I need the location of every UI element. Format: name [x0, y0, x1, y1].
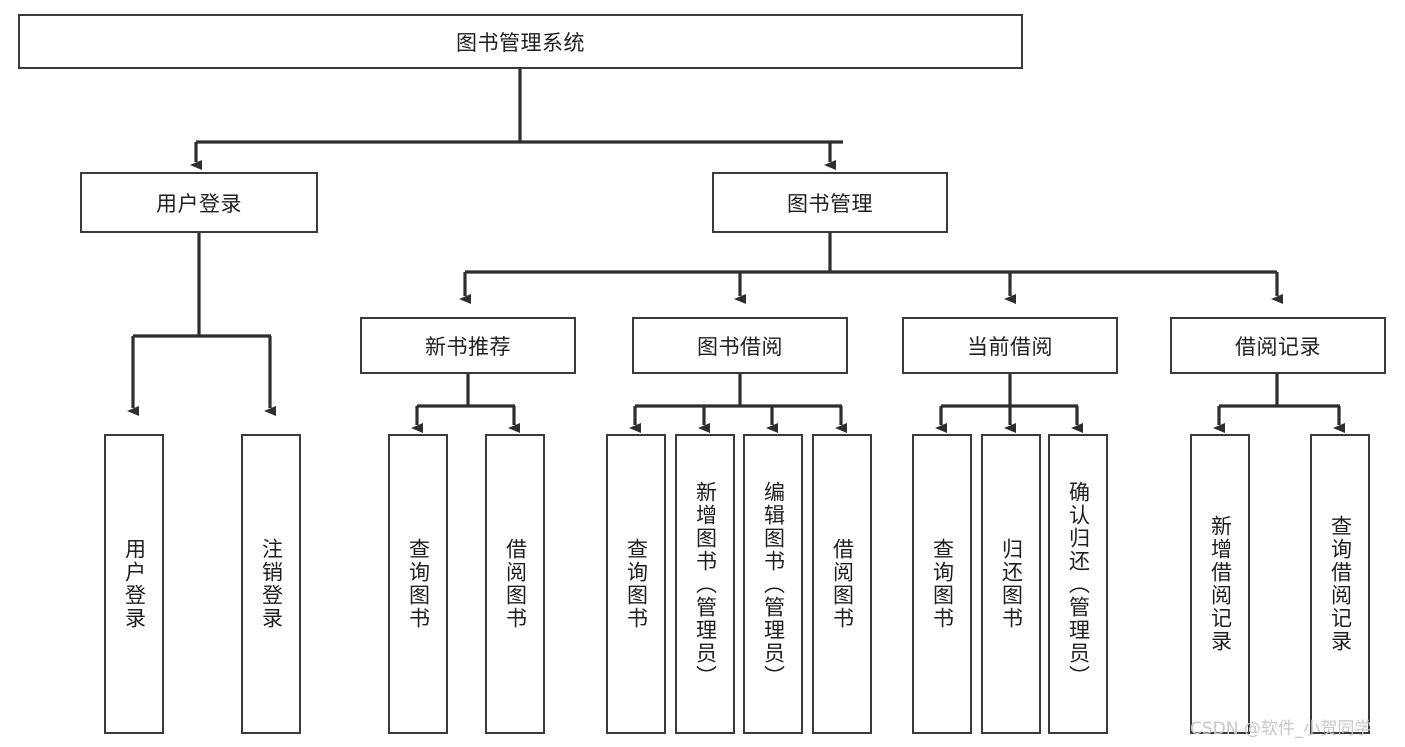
node-new-book-recommend[interactable]: 新书推荐	[360, 317, 576, 374]
leaf-borrow-book[interactable]: 借阅图书	[812, 434, 872, 734]
node-current-borrow[interactable]: 当前借阅	[902, 317, 1118, 374]
leaf-query-book-recommend[interactable]: 查询图书	[388, 434, 448, 734]
node-root[interactable]: 图书管理系统	[18, 14, 1023, 69]
leaf-query-book-current[interactable]: 查询图书	[912, 434, 972, 734]
leaf-add-book-admin[interactable]: 新增图书（管理员）	[675, 434, 735, 734]
leaf-user-login[interactable]: 用户登录	[104, 434, 164, 734]
csdn-watermark: CSDN @软件_小贺同学	[1190, 719, 1372, 739]
node-book-borrow[interactable]: 图书借阅	[632, 317, 848, 374]
node-book-management[interactable]: 图书管理	[712, 172, 948, 233]
leaf-edit-book-admin[interactable]: 编辑图书（管理员）	[743, 434, 803, 734]
node-borrow-record[interactable]: 借阅记录	[1170, 317, 1386, 374]
leaf-add-borrow-record[interactable]: 新增借阅记录	[1190, 434, 1250, 734]
leaf-borrow-book-recommend[interactable]: 借阅图书	[485, 434, 545, 734]
leaf-return-book[interactable]: 归还图书	[981, 434, 1041, 734]
node-user-login[interactable]: 用户登录	[80, 172, 318, 233]
leaf-confirm-return-admin[interactable]: 确认归还（管理员）	[1048, 434, 1108, 734]
leaf-logout[interactable]: 注销登录	[241, 434, 301, 734]
leaf-query-book-borrow[interactable]: 查询图书	[606, 434, 666, 734]
leaf-query-borrow-record[interactable]: 查询借阅记录	[1310, 434, 1370, 734]
